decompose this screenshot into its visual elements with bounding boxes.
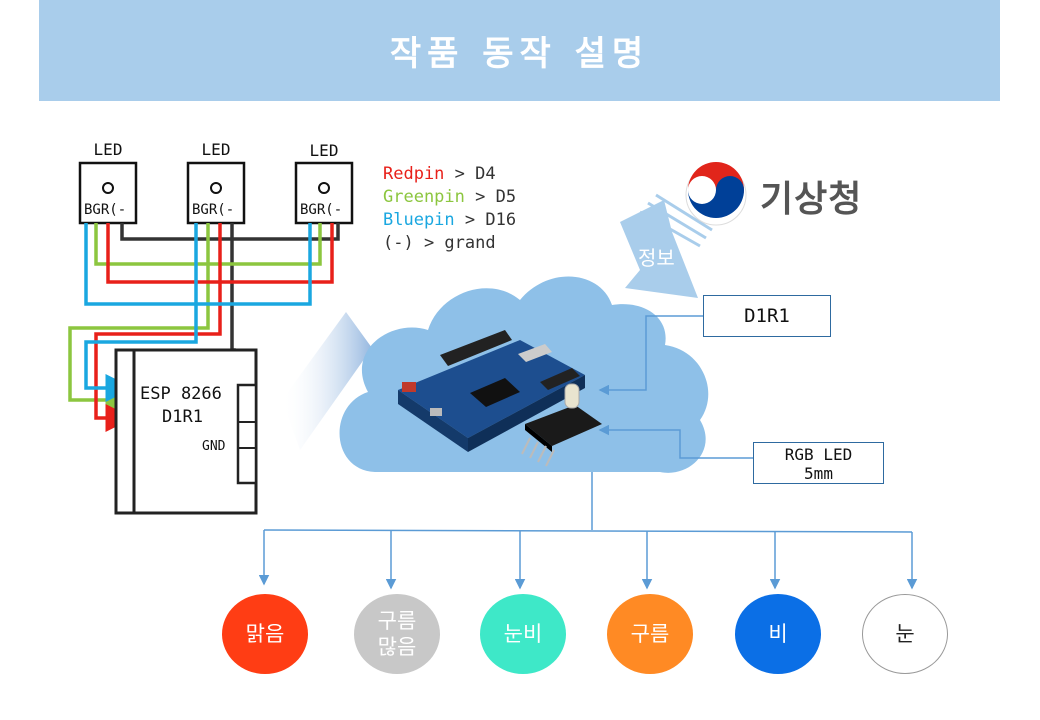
weather-mostly-cloudy-line2: 많음 xyxy=(377,635,417,659)
page-title: 작품 동작 설명 xyxy=(389,34,650,74)
legend-red: Redpin > D4 xyxy=(383,164,496,184)
weather-clear: 맑음 xyxy=(222,594,308,674)
kma-logo xyxy=(685,162,747,226)
led-pin-label-3: BGR(- xyxy=(300,202,343,218)
led-pin-label-1: BGR(- xyxy=(84,202,127,218)
legend-blue-pin: Bluepin xyxy=(383,210,455,230)
weather-cloudy-label: 구름 xyxy=(630,622,670,646)
legend-red-mapping: > D4 xyxy=(444,164,496,184)
led-label-1: LED xyxy=(93,140,123,159)
legend-blue: Bluepin > D16 xyxy=(383,210,516,230)
d1r1-connector xyxy=(598,315,703,396)
legend-ground-mapping: > grand xyxy=(413,233,496,253)
info-arrow xyxy=(620,193,713,298)
kma-name: 기상청 xyxy=(760,179,863,220)
weather-clear-label: 맑음 xyxy=(245,622,285,646)
esp8266-board xyxy=(114,348,258,515)
rgb-led-label-line2: 5mm xyxy=(804,464,833,483)
rgb-led-module-image xyxy=(521,383,602,467)
rgb-led-label-box: RGB LED 5mm xyxy=(753,442,884,484)
d1r1-label-box: D1R1 xyxy=(703,295,831,337)
weather-sleet-label: 눈비 xyxy=(503,622,543,646)
legend-red-pin: Redpin xyxy=(383,164,445,184)
red-wire xyxy=(94,223,334,418)
green-wire xyxy=(68,223,322,400)
header-banner: 작품 동작 설명 xyxy=(39,0,1000,101)
distribution-tree xyxy=(258,472,918,590)
weather-mostly-cloudy-line1: 구름 xyxy=(377,609,417,633)
weather-sleet: 눈비 xyxy=(480,594,566,674)
rgb-led-label-line1: RGB LED xyxy=(784,445,853,464)
light-beam xyxy=(282,312,372,450)
legend-blue-mapping: > D16 xyxy=(454,210,517,230)
weather-rain: 비 xyxy=(735,594,821,674)
legend-green-pin: Greenpin xyxy=(383,187,465,207)
weather-cloudy: 구름 xyxy=(607,594,693,674)
legend-ground: (-) > grand xyxy=(383,233,496,253)
info-label: 정보 xyxy=(638,246,675,270)
esp-board-label: D1R1 xyxy=(162,407,203,427)
led-label-3: LED xyxy=(309,141,339,160)
weather-mostly-cloudy: 구름 많음 xyxy=(354,594,440,674)
led-module-3 xyxy=(294,161,354,225)
weather-snow-label: 눈 xyxy=(895,622,915,646)
legend-green: Greenpin > D5 xyxy=(383,187,516,207)
weather-snow: 눈 xyxy=(862,594,948,674)
legend-ground-pin: (-) xyxy=(383,233,414,253)
esp-model-label: ESP 8266 xyxy=(140,384,222,404)
led-pin-label-2: BGR(- xyxy=(192,202,235,218)
d1r1-board-image xyxy=(398,330,585,452)
rgb-connector xyxy=(598,424,753,459)
weather-rain-label: 비 xyxy=(768,622,788,646)
legend-green-mapping: > D5 xyxy=(464,187,517,207)
led-module-2 xyxy=(186,161,246,225)
esp-gnd-label: GND xyxy=(202,439,226,454)
blue-wire xyxy=(84,223,312,388)
led-label-2: LED xyxy=(201,140,231,159)
